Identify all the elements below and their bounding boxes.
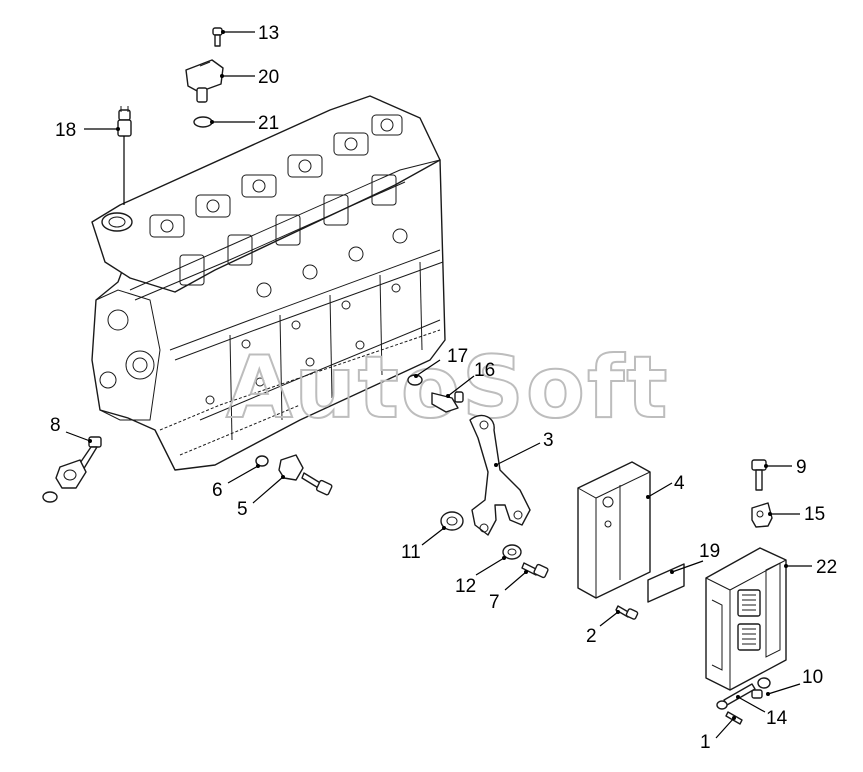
part-adapter-fitting [55,459,87,489]
callout-15: 15 [768,504,825,525]
svg-text:21: 21 [258,113,279,134]
callout-10: 10 [766,667,823,696]
svg-text:17: 17 [447,346,468,367]
part-11-grommet [440,511,464,531]
callout-4: 4 [646,473,685,499]
svg-text:9: 9 [796,457,807,478]
callout-19: 19 [670,541,720,574]
callout-6: 6 [212,464,260,501]
callout-17: 17 [414,346,468,378]
part-4-mounting-plate [577,461,651,599]
part-5-connector [278,454,304,481]
part-6-o-ring [255,455,269,467]
part-2-screw [615,605,639,620]
part-o-ring-lower-left [42,491,58,503]
svg-text:11: 11 [401,542,421,563]
svg-text:18: 18 [55,120,76,141]
svg-text:4: 4 [674,473,685,494]
svg-text:15: 15 [804,504,825,525]
callout-16: 16 [446,360,495,398]
engine-block [91,95,446,471]
callout-7: 7 [489,570,528,613]
callout-13: 13 [221,23,279,44]
part-19-label [647,563,685,603]
callout-21: 21 [210,113,279,134]
watermark-text: AutoSoft [226,338,670,438]
part-9-bolt [751,459,767,491]
part-18-temp-sender [117,106,132,137]
part-10-washer [751,677,771,699]
part-21-o-ring [193,116,213,128]
svg-text:16: 16 [474,360,495,381]
part-12-spacer [502,544,522,560]
svg-text:6: 6 [212,480,223,501]
svg-text:19: 19 [699,541,720,562]
svg-text:13: 13 [258,23,279,44]
part-bolt-5 [301,472,333,496]
callout-14: 14 [736,695,788,729]
svg-text:3: 3 [543,430,554,451]
callout-18: 18 [55,120,125,205]
part-13-screw [212,27,223,47]
svg-text:1: 1 [700,732,711,753]
svg-text:20: 20 [258,67,279,88]
svg-text:2: 2 [586,626,597,647]
part-15-bracket [751,502,773,528]
svg-text:7: 7 [489,592,500,613]
svg-text:5: 5 [237,499,248,520]
callout-5: 5 [237,475,285,520]
svg-text:10: 10 [802,667,823,688]
callout-3: 3 [494,430,554,467]
callout-20: 20 [220,67,279,88]
svg-text:12: 12 [455,576,476,597]
svg-text:8: 8 [50,415,61,436]
callout-22: 22 [784,557,837,578]
part-3-bracket [469,414,531,536]
callout-1: 1 [700,716,736,753]
callout-11: 11 [401,526,446,563]
part-22-ecu [705,547,787,691]
part-1-screw [716,700,743,725]
callout-8: 8 [50,415,92,443]
svg-text:14: 14 [766,708,788,729]
callout-12: 12 [455,556,506,597]
part-7-bolt [521,562,549,579]
callout-2: 2 [586,610,620,647]
part-20-sensor [185,59,224,103]
svg-text:22: 22 [816,557,837,578]
callout-9: 9 [764,457,807,478]
